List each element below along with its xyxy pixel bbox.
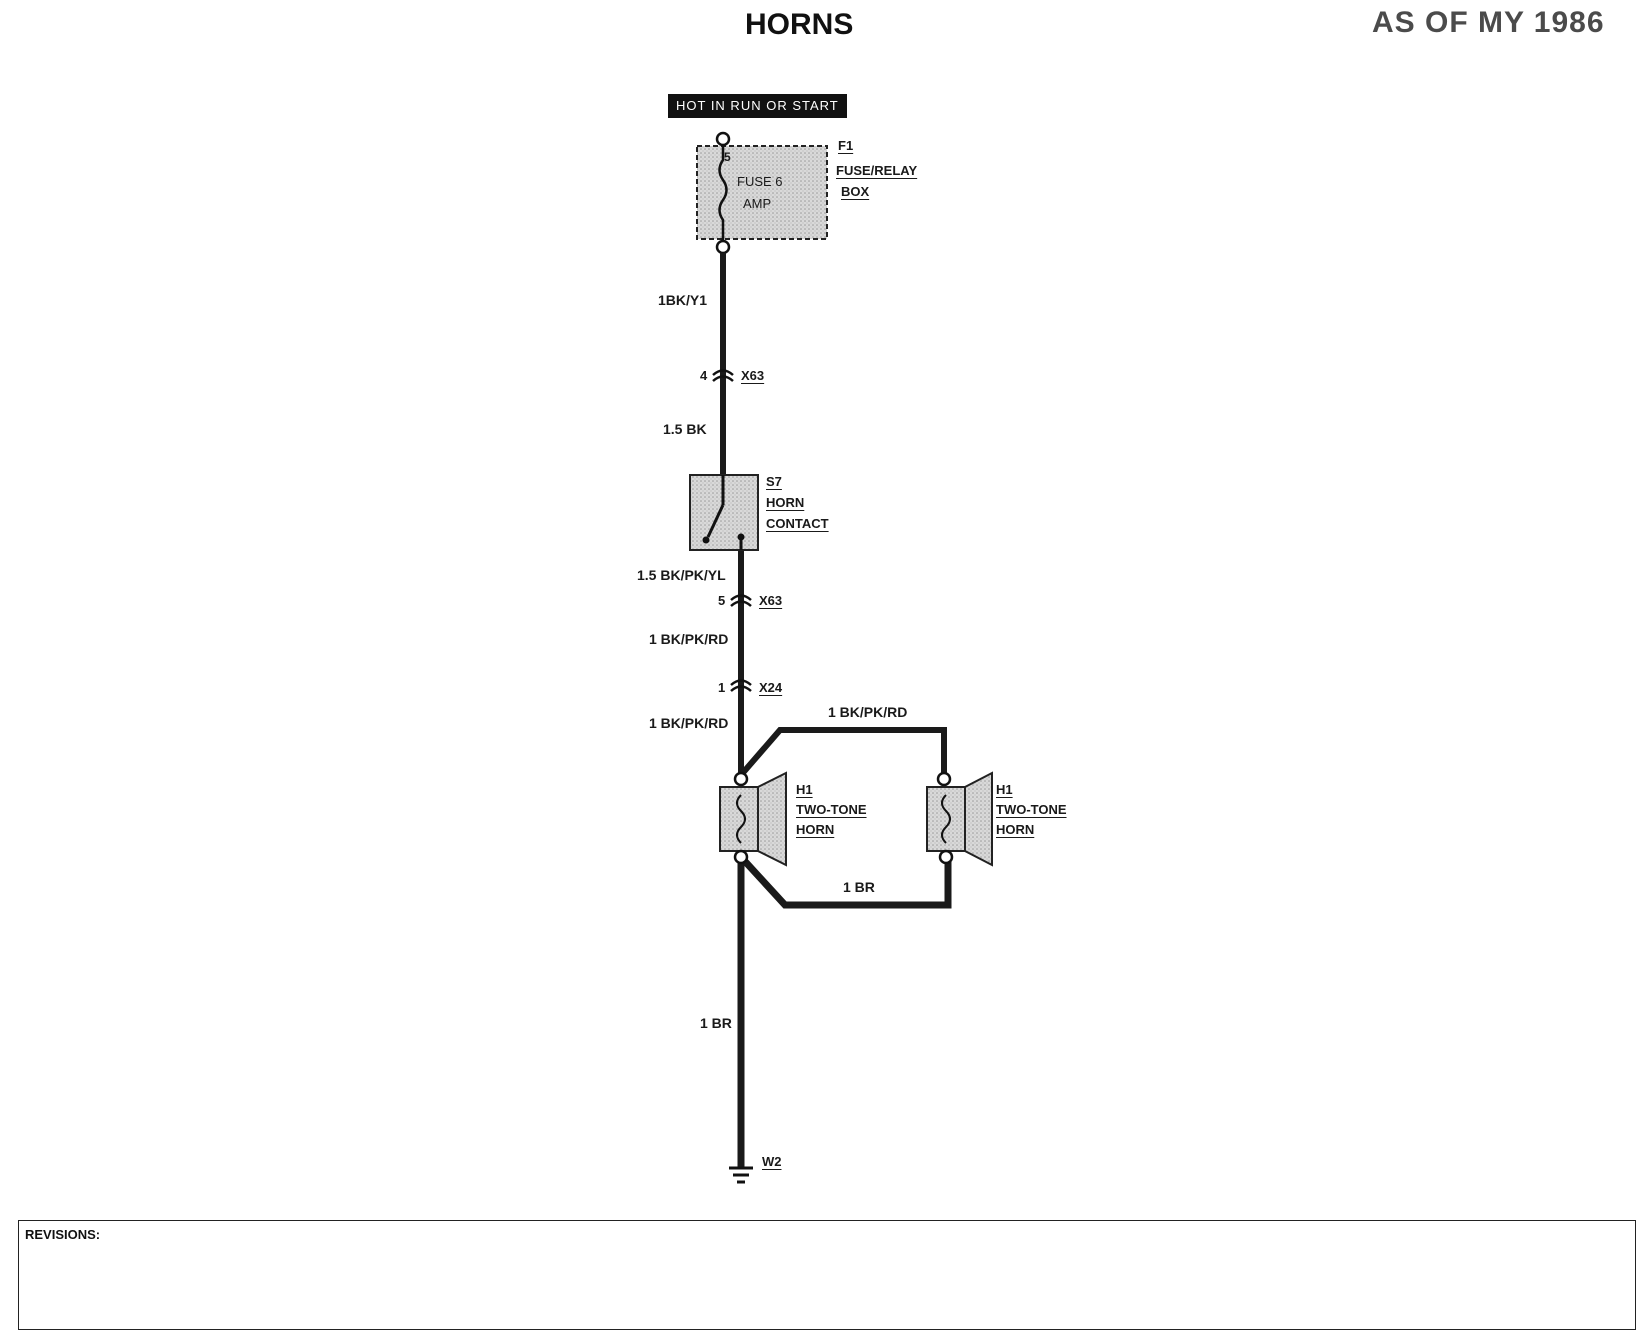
wire-label-3: 1.5 BK/PK/YL <box>637 567 726 583</box>
connector-1-pin: 4 <box>700 368 708 383</box>
horn-right-name-line1: TWO-TONE <box>996 802 1067 817</box>
horn-right-name-line2: HORN <box>996 822 1035 837</box>
switch-blade-icon <box>706 504 725 538</box>
connector-3-id: X24 <box>759 680 783 695</box>
fuse-element-icon <box>718 145 728 241</box>
fuse-inner-rating: FUSE 6 <box>737 174 783 189</box>
wire-label-2: 1.5 BK <box>663 421 707 437</box>
wire-label-1: 1BK/Y1 <box>658 292 708 308</box>
ground-icon <box>729 1166 753 1184</box>
model-year-stamp: AS OF MY 1986 <box>1372 6 1605 39</box>
connector-1-id: X63 <box>741 368 765 383</box>
horn-left-name-line1: TWO-TONE <box>796 802 867 817</box>
fuse-inner-amp: AMP <box>743 196 772 211</box>
connector-2-id: X63 <box>759 593 783 608</box>
switch-id: S7 <box>766 474 782 489</box>
fuse-relay-box <box>696 131 828 255</box>
horn-left-name-line2: HORN <box>796 822 835 837</box>
revisions-box: REVISIONS: <box>18 1220 1636 1330</box>
connector-2-pin: 5 <box>718 593 726 608</box>
horn-right-id: H1 <box>996 782 1013 797</box>
switch-name-line1: HORN <box>766 495 805 510</box>
connector-3-pin: 1 <box>718 680 726 695</box>
wire-label-5: 1 BK/PK/RD <box>649 715 729 731</box>
horn-left-icon <box>719 771 787 867</box>
wire-ground-right-horn <box>738 854 952 909</box>
connector-x63-a-icon <box>712 369 734 382</box>
wire-label-6: 1 BK/PK/RD <box>828 704 908 720</box>
wire-label-4: 1 BK/PK/RD <box>649 631 729 647</box>
connector-x24-icon <box>730 679 752 692</box>
wire-label-8: 1 BR <box>700 1015 732 1031</box>
fuse-name-line1: FUSE/RELAY <box>836 163 918 178</box>
fuse-inner-number: 5 <box>724 150 731 164</box>
horn-contact-switch <box>689 474 759 551</box>
switch-name-line2: CONTACT <box>766 516 829 531</box>
wire-label-7: 1 BR <box>843 879 875 895</box>
horn-left-id: H1 <box>796 782 813 797</box>
ground-id: W2 <box>762 1154 782 1169</box>
fuse-input-terminal <box>715 131 731 147</box>
fuse-name-line2: BOX <box>841 184 870 199</box>
power-source-label: HOT IN RUN OR START <box>668 94 847 118</box>
connector-x63-b-icon <box>730 594 752 607</box>
horn-right-icon <box>926 771 993 867</box>
page-title: HORNS <box>745 8 854 41</box>
wire-branch-right-horn <box>738 727 947 777</box>
revisions-label: REVISIONS: <box>25 1227 101 1242</box>
fuse-id: F1 <box>838 138 854 153</box>
fuse-output-terminal <box>715 239 731 255</box>
